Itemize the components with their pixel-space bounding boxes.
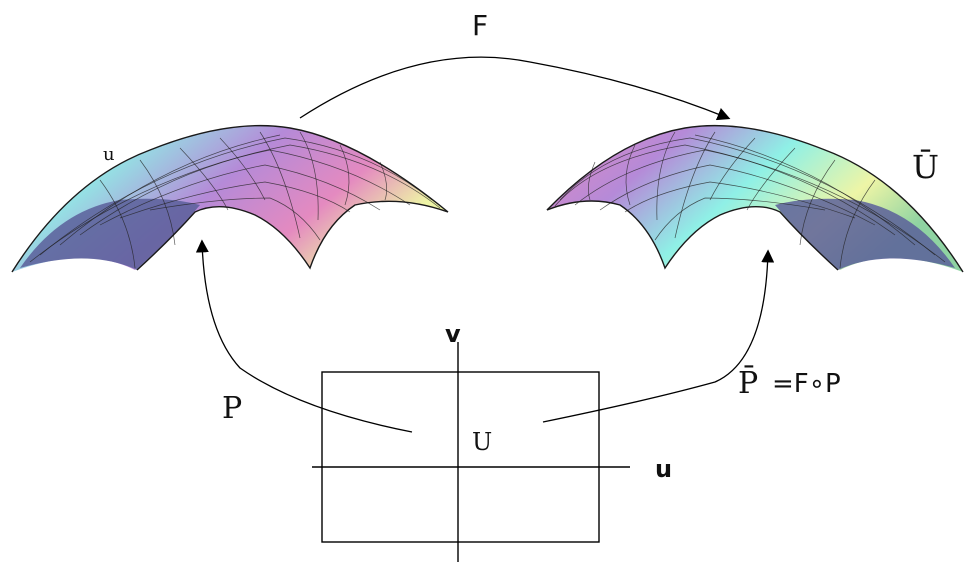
label-p: P [222, 391, 242, 426]
label-pbar-lhs: P̄ [738, 365, 758, 401]
surface-left-shadow [20, 198, 200, 270]
arrow-pbar [542, 249, 775, 423]
surface-right-shadow [775, 198, 955, 270]
label-axis-v: v [445, 320, 461, 348]
label-f: F [472, 9, 488, 42]
label-surface-right: Ū [912, 148, 939, 186]
arrow-p [195, 239, 413, 433]
label-surface-left: u [103, 144, 115, 165]
surface-right [546, 124, 964, 273]
surface-left [11, 124, 449, 273]
arrow-f [299, 56, 731, 121]
label-axis-u: u [655, 455, 672, 483]
label-domain-u: U [472, 428, 492, 456]
label-pbar-rhs: =F∘P [772, 369, 841, 399]
domain-rectangle [321, 371, 600, 543]
